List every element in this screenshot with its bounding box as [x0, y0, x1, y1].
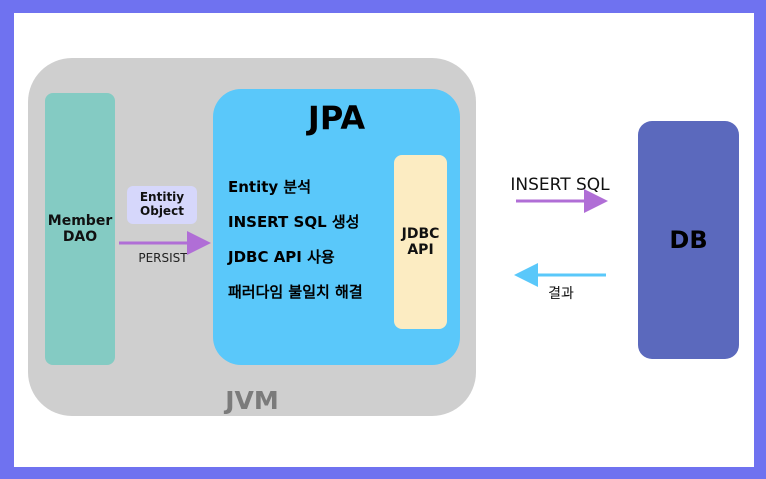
jdbc-api-label-line2: API	[407, 242, 434, 258]
entity-object-label-line2: Object	[140, 204, 184, 218]
db-label: DB	[669, 226, 708, 254]
jvm-label: JVM	[225, 386, 279, 415]
result-label: 결과	[548, 286, 574, 302]
entity-object-label-line1: Entitiy	[139, 190, 185, 205]
jpa-title: JPA	[307, 99, 366, 137]
jpa-item-jdbc-api: JDBC API 사용	[228, 248, 335, 266]
jdbc-api-box: JDBC API	[394, 155, 447, 329]
jdbc-api-label-line1: JDBC	[401, 225, 440, 242]
jpa-item-insert-sql: INSERT SQL 생성	[228, 213, 360, 231]
entity-object-box: Entitiy Object	[127, 186, 197, 224]
db-box: DB	[638, 121, 739, 359]
member-dao-label-line2: DAO	[62, 229, 98, 245]
persist-label: PERSIST	[138, 251, 188, 265]
jpa-box: JPA Entity 분석 INSERT SQL 생성 JDBC API 사용 …	[213, 89, 460, 365]
jpa-item-entity-analysis: Entity 분석	[228, 178, 312, 196]
jpa-item-paradigm-mismatch: 패러다임 불일치 해결	[228, 283, 363, 301]
member-dao-label-line1: Member	[47, 212, 113, 229]
member-dao-box: Member DAO	[45, 93, 115, 365]
jpa-responsibility-list: Entity 분석 INSERT SQL 생성 JDBC API 사용 패러다임…	[228, 177, 363, 317]
